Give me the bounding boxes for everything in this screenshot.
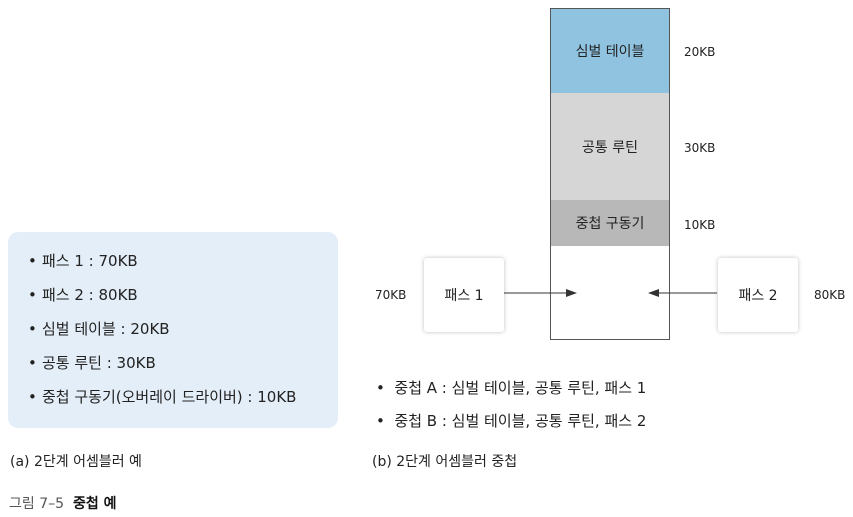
- list-item-text: 심벌 테이블 : 20KB: [42, 320, 170, 338]
- bullet: •: [28, 354, 37, 372]
- pass2-box: 패스 2: [718, 258, 798, 332]
- memory-block-label: 심벌 테이블: [575, 44, 645, 60]
- pass-size-list-box: • 패스 1 : 70KB • 패스 2 : 80KB • 심벌 테이블 : 20KB…: [8, 232, 338, 428]
- pass2-size-label: 80KB: [814, 288, 846, 302]
- memory-block-label: 중첩 구동기: [575, 216, 645, 232]
- overlay-b-note: • 중첩 B : 심벌 테이블, 공통 루틴, 패스 2: [376, 410, 646, 431]
- figure-caption: 그림 7–5 중첩 예: [9, 493, 116, 513]
- pass1-box: 패스 1: [424, 258, 504, 332]
- list-item-text: 중첩 구동기(오버레이 드라이버) : 10KB: [42, 388, 297, 406]
- list-item: • 공통 루틴 : 30KB: [28, 356, 296, 390]
- list-item: • 패스 1 : 70KB: [28, 254, 296, 288]
- list-item: • 패스 2 : 80KB: [28, 288, 296, 322]
- right-caption: (b) 2단계 어셈블러 중첩: [372, 454, 518, 470]
- list-item: • 심벌 테이블 : 20KB: [28, 322, 296, 356]
- overlay-a-text: 중첩 A : 심벌 테이블, 공통 루틴, 패스 1: [394, 379, 647, 397]
- memory-block-overlay-driver: 중첩 구동기: [550, 200, 670, 247]
- memory-block-common-routine: 공통 루틴: [550, 93, 670, 201]
- memory-size-label: 30KB: [684, 141, 716, 155]
- figure-number: 그림 7–5: [9, 496, 65, 512]
- bullet: •: [28, 320, 37, 338]
- left-caption: (a) 2단계 어셈블러 예: [10, 454, 142, 470]
- pass-size-list: • 패스 1 : 70KB • 패스 2 : 80KB • 심벌 테이블 : 20KB…: [28, 254, 296, 424]
- memory-size-label: 20KB: [684, 45, 716, 59]
- pass1-size-label: 70KB: [375, 288, 407, 302]
- pass1-label: 패스 1: [444, 288, 484, 304]
- memory-block-label: 공통 루틴: [582, 139, 638, 156]
- pass1-arrow: [504, 289, 577, 297]
- figure-title: 중첩 예: [72, 496, 117, 512]
- bullet: •: [28, 388, 37, 406]
- bullet: •: [376, 412, 385, 430]
- pass2-label: 패스 2: [738, 288, 778, 304]
- bullet: •: [28, 286, 37, 304]
- list-item-text: 패스 2 : 80KB: [42, 286, 138, 304]
- bullet: •: [376, 379, 385, 397]
- memory-block-symbol-table: 심벌 테이블: [550, 8, 670, 94]
- overlay-a-note: • 중첩 A : 심벌 테이블, 공통 루틴, 패스 1: [376, 377, 646, 398]
- pass2-arrow: [648, 289, 717, 297]
- list-item: • 중첩 구동기(오버레이 드라이버) : 10KB: [28, 390, 296, 424]
- overlay-b-text: 중첩 B : 심벌 테이블, 공통 루틴, 패스 2: [394, 412, 647, 430]
- bullet: •: [28, 252, 37, 270]
- list-item-text: 공통 루틴 : 30KB: [42, 354, 156, 372]
- memory-size-label: 10KB: [684, 218, 716, 232]
- list-item-text: 패스 1 : 70KB: [42, 252, 138, 270]
